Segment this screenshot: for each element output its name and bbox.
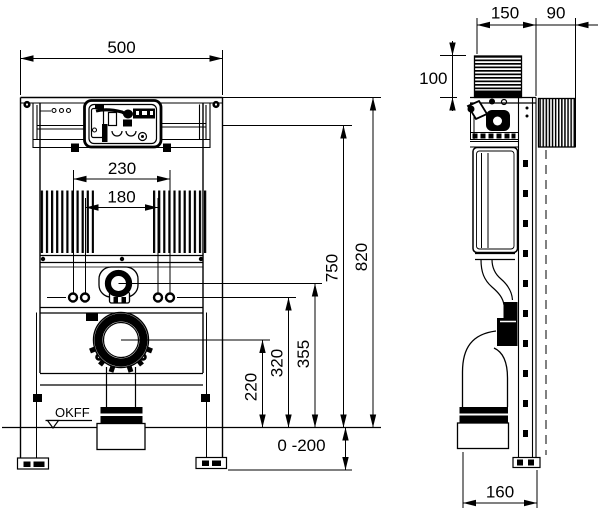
wall-offset-dimension-label: 90 bbox=[547, 4, 566, 23]
dimension-drain-offset-160: 160 bbox=[462, 452, 538, 508]
dimension-rod-inner-180: 180 bbox=[85, 188, 159, 294]
wall-protection-block bbox=[537, 97, 576, 148]
inspection-box bbox=[83, 99, 163, 149]
frame-feet bbox=[16, 456, 228, 470]
rib-block-right bbox=[152, 190, 208, 253]
service-height-dimension-label: 750 bbox=[323, 254, 342, 282]
front-view: OKFF bbox=[2, 96, 381, 470]
dimension-total-820: 820 bbox=[352, 97, 377, 428]
floor-label: OKFF bbox=[55, 405, 90, 420]
dimension-service-750: 750 bbox=[323, 125, 347, 428]
rail-bolt bbox=[198, 256, 204, 262]
rail-bolt bbox=[40, 256, 46, 262]
drain-offset-dimension-label: 160 bbox=[486, 483, 514, 502]
side-dimensions: 150 90 100 160 bbox=[419, 4, 598, 508]
side-foot bbox=[512, 456, 541, 469]
dimension-top-offset-100: 100 bbox=[419, 41, 466, 111]
total-height-dimension-label: 820 bbox=[352, 243, 371, 271]
dimension-width-500: 500 bbox=[20, 38, 223, 95]
frame-corner-screws bbox=[23, 100, 220, 109]
reference-lines bbox=[118, 97, 381, 341]
dimension-drain-220: 220 bbox=[242, 340, 266, 428]
drain-height-dimension-label: 220 bbox=[242, 373, 261, 401]
rod-outer-dimension-label: 230 bbox=[108, 159, 136, 178]
depth-dimension-label: 150 bbox=[491, 4, 519, 23]
leg-bracket-left bbox=[33, 394, 42, 402]
floor-level-marker: OKFF bbox=[45, 405, 92, 430]
leg-bracket-right bbox=[201, 394, 210, 402]
dimension-depth-150-90: 150 90 bbox=[476, 4, 598, 147]
side-view bbox=[456, 55, 576, 469]
rod-height-dimension-label: 320 bbox=[268, 349, 287, 377]
rib-block-left bbox=[38, 190, 94, 253]
leg-range-dimension-label: 0 -200 bbox=[277, 436, 325, 455]
bottom-rail bbox=[40, 372, 203, 386]
fill-valve-mechanism bbox=[466, 98, 518, 148]
drain-pipe-front bbox=[96, 367, 146, 451]
rail-bolt bbox=[119, 256, 125, 262]
rail-clip bbox=[86, 313, 98, 321]
dimension-rod-outer-230: 230 bbox=[73, 159, 171, 294]
cistern-side-profile bbox=[472, 146, 519, 261]
tank-clip-right bbox=[163, 143, 171, 152]
rod-inner-dimension-label: 180 bbox=[107, 188, 135, 207]
tank-clip-left bbox=[71, 143, 79, 152]
dimension-rod-320: 320 bbox=[268, 297, 292, 428]
top-offset-dimension-label: 100 bbox=[419, 69, 447, 88]
dimension-flush-355: 355 bbox=[294, 283, 319, 428]
top-protection-box bbox=[473, 55, 523, 99]
front-dimensions: 500 230 180 220 bbox=[20, 38, 381, 471]
flush-height-dimension-label: 355 bbox=[294, 340, 313, 368]
dimension-leg-range: 0 -200 bbox=[228, 427, 352, 471]
width-dimension-label: 500 bbox=[107, 38, 135, 57]
side-frame-rail bbox=[470, 96, 547, 457]
flush-pipe-and-drain-elbow bbox=[456, 259, 518, 450]
